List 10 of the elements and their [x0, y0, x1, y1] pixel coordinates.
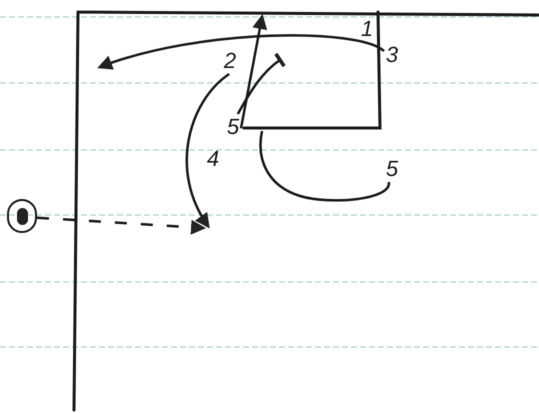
player-number: 5	[226, 114, 240, 140]
arrow	[97, 34, 385, 70]
player-number: 5	[386, 156, 398, 182]
player-number: 1	[360, 16, 374, 42]
player-number: 2	[224, 48, 236, 74]
dashed-pass-arrow	[36, 216, 206, 235]
arrow	[240, 14, 268, 129]
arrow	[186, 73, 230, 229]
player-number: 4	[206, 146, 220, 172]
player-number: 3	[386, 42, 398, 68]
